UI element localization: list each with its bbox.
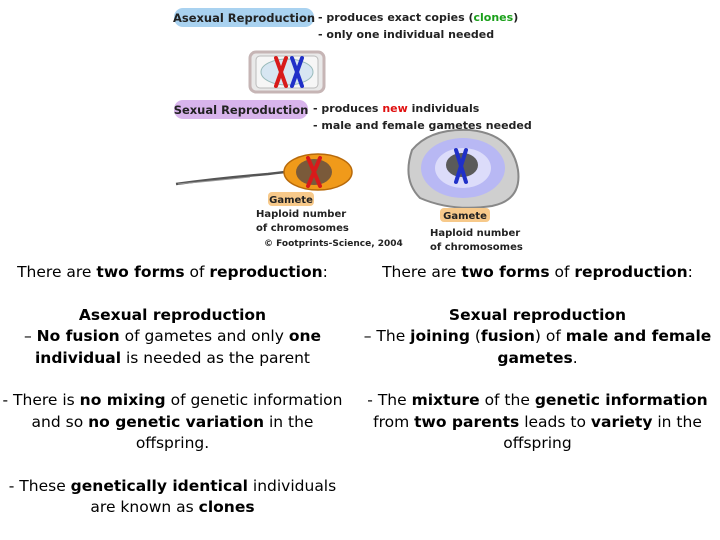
- asexual-heading: Asexual reproduction: [78, 305, 267, 324]
- sperm-caption-line-1: Haploid number: [256, 209, 346, 220]
- sexual-point-2: - male and female gametes needed: [313, 119, 532, 132]
- asexual-label-pill: [174, 8, 314, 27]
- sexual-point-fusion: – The joining (fusion) of male and femal…: [363, 327, 712, 367]
- dividing-cell-illustration: [248, 50, 326, 94]
- asexual-point-no-mixing: - There is no mixing of genetic informat…: [2, 391, 343, 452]
- sperm-caption-line-2: of chromosomes: [256, 223, 349, 234]
- new-highlight: new: [382, 102, 407, 115]
- reproduction-diagram: Asexual Reproduction - produces exact co…: [173, 8, 532, 253]
- sexual-label: Sexual Reproduction: [174, 103, 309, 117]
- sperm-gamete-label: Gamete: [269, 195, 313, 206]
- sperm-illustration: [175, 153, 353, 191]
- left-intro: There are two forms of reproduction:: [17, 263, 328, 281]
- sexual-point-mixture: - The mixture of the genetic information…: [367, 391, 708, 452]
- sexual-label-pill: [174, 100, 308, 119]
- asexual-point-1: - produces exact copies (clones): [318, 11, 518, 24]
- asexual-column: There are two forms of reproduction: Ase…: [0, 262, 345, 519]
- asexual-label: Asexual Reproduction: [173, 11, 315, 25]
- asexual-point-2: - only one individual needed: [318, 28, 494, 41]
- sexual-column: There are two forms of reproduction: Sex…: [360, 262, 715, 455]
- asexual-point-no-fusion: – No fusion of gametes and only one indi…: [23, 327, 322, 367]
- egg-caption-line-2: of chromosomes: [430, 242, 523, 253]
- asexual-point-clones: - These genetically identical individual…: [8, 476, 337, 517]
- copyright: © Footprints-Science, 2004: [264, 239, 403, 249]
- egg-caption-line-1: Haploid number: [430, 228, 520, 239]
- sexual-point-1: - produces new individuals: [313, 102, 480, 115]
- right-intro: There are two forms of reproduction:: [382, 263, 693, 281]
- sperm-gamete-label-pill: [268, 192, 314, 206]
- egg-gamete-label-pill: [440, 208, 490, 222]
- egg-illustration: [407, 128, 520, 209]
- clones-highlight: clones: [474, 11, 514, 24]
- sexual-heading: Sexual reproduction: [448, 305, 627, 324]
- egg-gamete-label: Gamete: [443, 211, 487, 222]
